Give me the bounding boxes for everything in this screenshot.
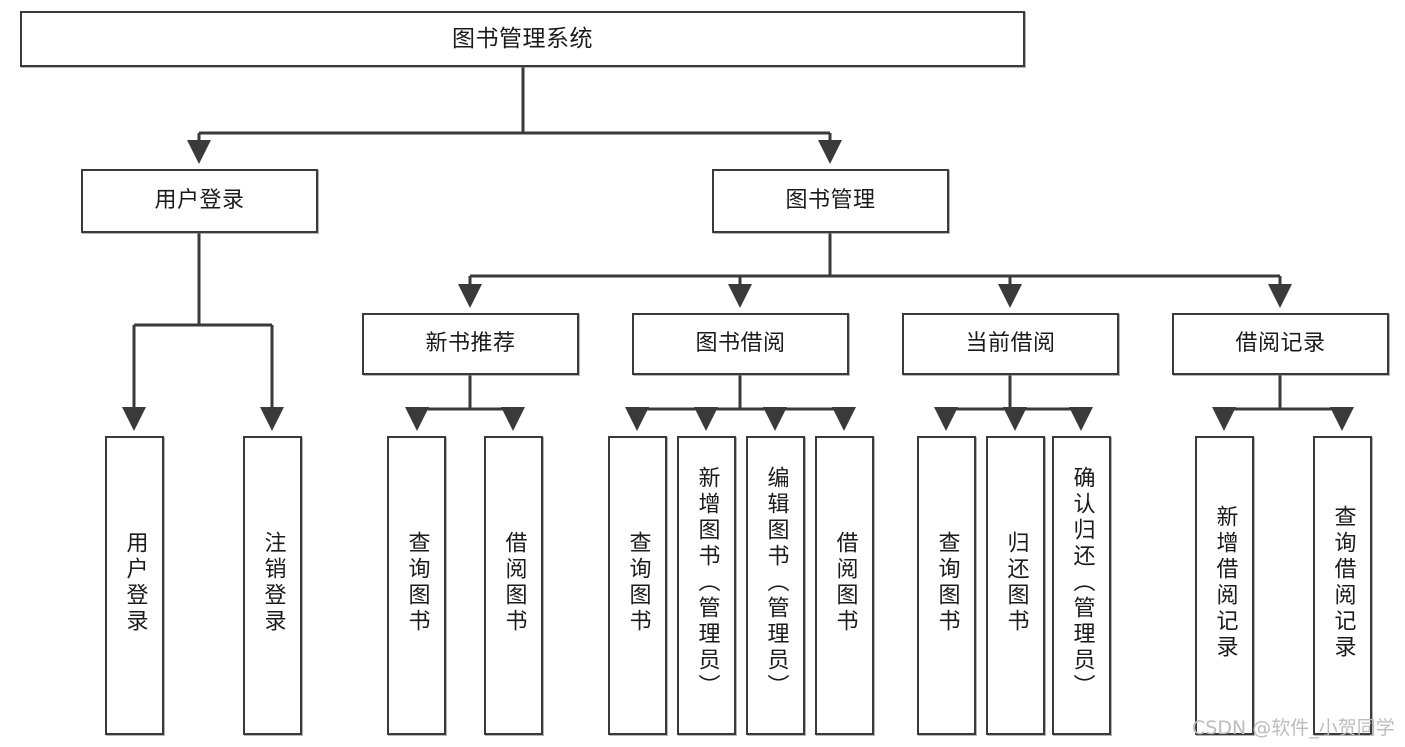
- leaf-user-login[interactable]: 用户登录: [105, 436, 164, 735]
- watermark: CSDN @软件_小贺同学: [1192, 717, 1395, 739]
- leaf-return-book-label: 归还图书: [1003, 531, 1029, 635]
- leaf-user-login-label: 用户登录: [122, 531, 148, 635]
- node-book-borrow-label: 图书借阅: [695, 331, 786, 357]
- leaf-query-borrow-record[interactable]: 查询借阅记录: [1313, 436, 1372, 735]
- node-user-login[interactable]: 用户登录: [81, 169, 318, 233]
- leaf-return-book[interactable]: 归还图书: [986, 436, 1045, 735]
- leaf-query-book-current-label: 查询图书: [934, 531, 960, 635]
- node-user-login-label: 用户登录: [154, 188, 245, 214]
- node-borrow-records-label: 借阅记录: [1235, 331, 1326, 357]
- leaf-query-book-borrow[interactable]: 查询图书: [608, 436, 667, 735]
- leaf-logout-label: 注销登录: [260, 531, 286, 635]
- leaf-add-book-admin[interactable]: 新增图书（管理员）: [677, 436, 736, 735]
- node-book-management-label: 图书管理: [785, 188, 876, 214]
- node-current-borrow-label: 当前借阅: [965, 331, 1056, 357]
- leaf-borrow-book-new-label: 借阅图书: [501, 531, 527, 635]
- leaf-add-book-admin-label: 新增图书（管理员）: [694, 466, 720, 700]
- leaf-query-book-new-label: 查询图书: [404, 531, 430, 635]
- leaf-borrow-book-label: 借阅图书: [832, 531, 858, 635]
- node-root[interactable]: 图书管理系统: [20, 11, 1025, 67]
- leaf-add-borrow-record-label: 新增借阅记录: [1212, 505, 1238, 661]
- leaf-edit-book-admin[interactable]: 编辑图书（管理员）: [746, 436, 805, 735]
- node-new-book-recommend-label: 新书推荐: [425, 331, 516, 357]
- node-root-label: 图书管理系统: [452, 25, 593, 52]
- leaf-edit-book-admin-label: 编辑图书（管理员）: [763, 466, 789, 700]
- node-book-borrow[interactable]: 图书借阅: [632, 313, 849, 375]
- leaf-borrow-book[interactable]: 借阅图书: [815, 436, 874, 735]
- leaf-borrow-book-new[interactable]: 借阅图书: [484, 436, 543, 735]
- node-new-book-recommend[interactable]: 新书推荐: [362, 313, 579, 375]
- leaf-add-borrow-record[interactable]: 新增借阅记录: [1195, 436, 1254, 735]
- leaf-query-book-borrow-label: 查询图书: [625, 531, 651, 635]
- leaf-confirm-return-admin[interactable]: 确认归还（管理员）: [1052, 436, 1111, 735]
- leaf-confirm-return-admin-label: 确认归还（管理员）: [1069, 466, 1095, 700]
- leaf-query-book-new[interactable]: 查询图书: [387, 436, 446, 735]
- node-borrow-records[interactable]: 借阅记录: [1172, 313, 1389, 375]
- node-book-management[interactable]: 图书管理: [712, 169, 949, 233]
- node-current-borrow[interactable]: 当前借阅: [902, 313, 1119, 375]
- leaf-logout[interactable]: 注销登录: [243, 436, 302, 735]
- leaf-query-borrow-record-label: 查询借阅记录: [1330, 505, 1356, 661]
- leaf-query-book-current[interactable]: 查询图书: [917, 436, 976, 735]
